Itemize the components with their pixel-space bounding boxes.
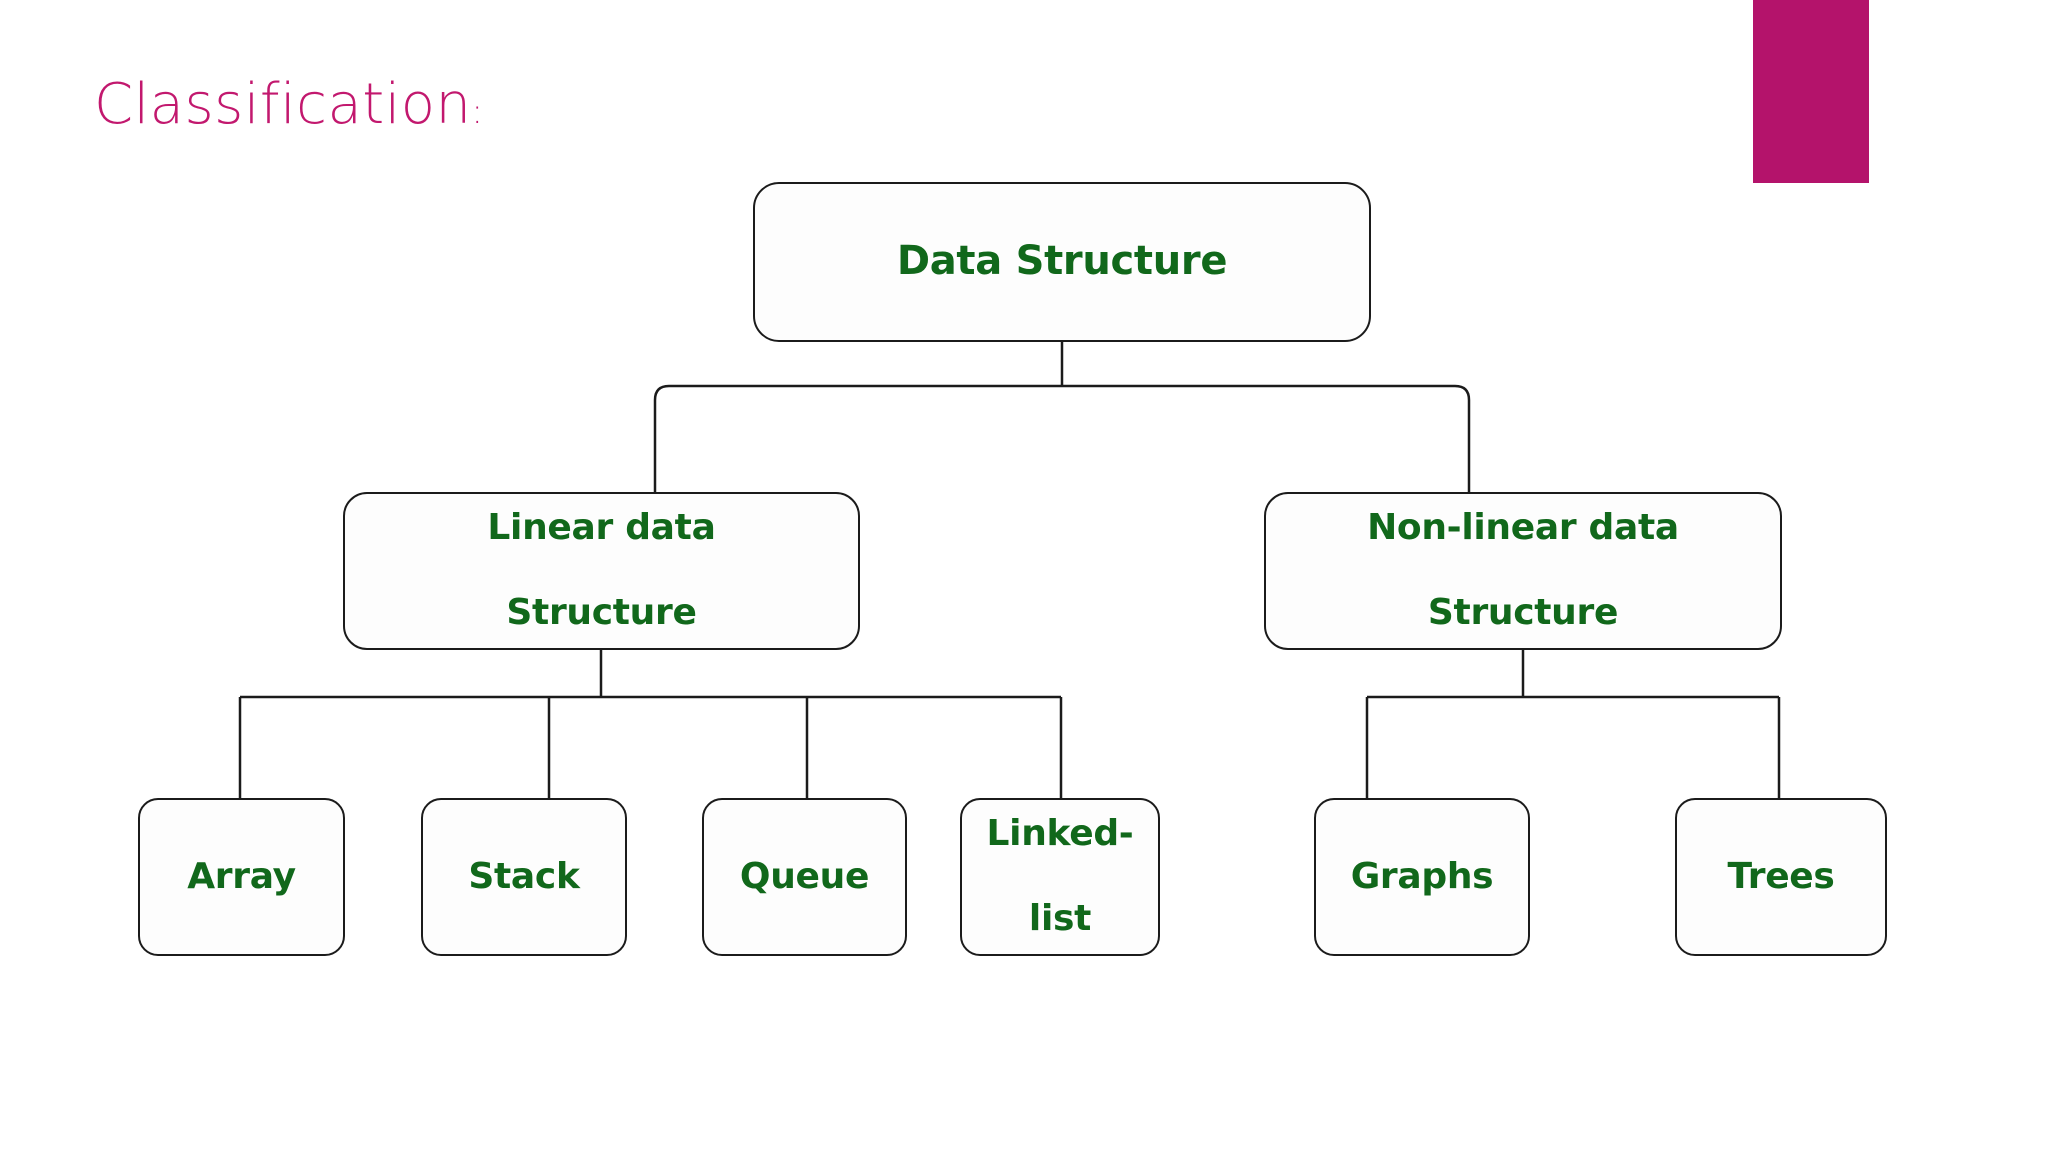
node-linear-line1: Linear data [487, 507, 716, 549]
node-queue-label: Queue [739, 855, 870, 897]
node-linear-line2: Structure [506, 592, 697, 634]
node-data-structure-label: Data Structure [896, 238, 1228, 285]
node-stack-label: Stack [468, 855, 580, 897]
accent-bar-decoration [1753, 0, 1869, 183]
page-title: Classification: [94, 77, 484, 133]
node-stack[interactable]: Stack [421, 798, 627, 956]
node-array[interactable]: Array [138, 798, 345, 956]
node-linked-list-line2: list [1028, 898, 1092, 940]
page-title-text: Classification [94, 72, 472, 137]
node-nonlinear-line2: Structure [1427, 592, 1619, 634]
node-trees-label: Trees [1727, 855, 1835, 897]
page-title-colon: : [471, 92, 484, 132]
node-graphs[interactable]: Graphs [1314, 798, 1530, 956]
connector-root-to-level2 [653, 384, 1471, 492]
node-graphs-label: Graphs [1350, 855, 1494, 897]
node-nonlinear-line1: Non-linear data [1367, 507, 1679, 549]
node-queue[interactable]: Queue [702, 798, 907, 956]
node-linked-list[interactable]: Linked-list [960, 798, 1160, 956]
node-trees[interactable]: Trees [1675, 798, 1887, 956]
node-array-label: Array [187, 855, 296, 897]
node-data-structure[interactable]: Data Structure [753, 182, 1371, 342]
node-linked-list-line1: Linked- [986, 813, 1134, 855]
node-linked-list-label: Linked-list [975, 813, 1146, 940]
